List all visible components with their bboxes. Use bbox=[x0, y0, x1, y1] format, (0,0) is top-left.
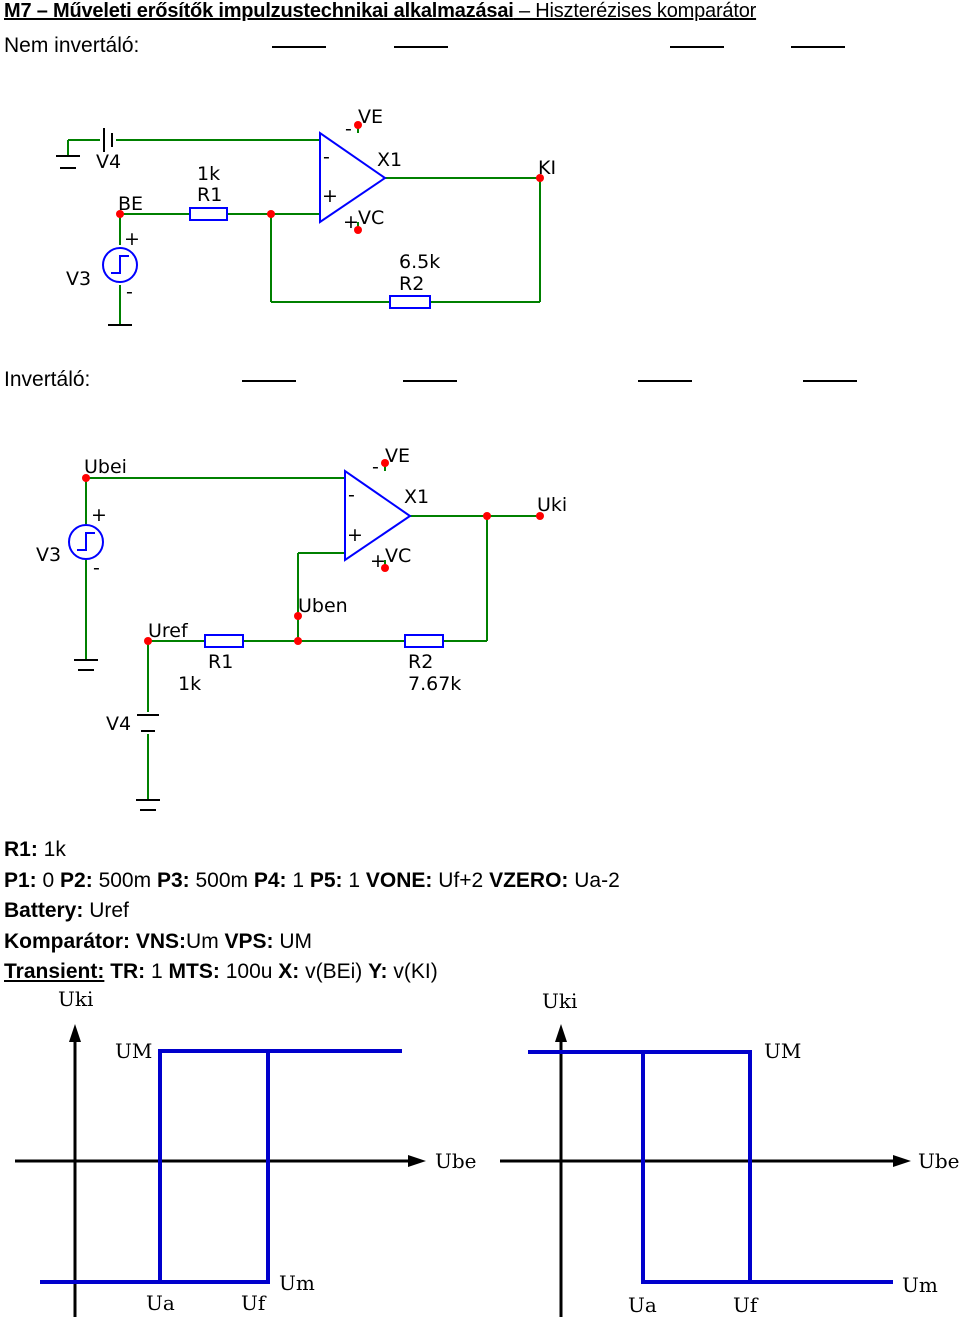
answer-blank bbox=[242, 380, 296, 382]
label-r1-value: 1k bbox=[178, 673, 201, 695]
answer-blank bbox=[272, 46, 326, 48]
label-uki: Uki bbox=[537, 494, 567, 516]
simulation-parameters: R1: 1k P1: 0 P2: 500m P3: 500m P4: 1 P5:… bbox=[4, 835, 620, 988]
graph2-x-arrow-icon bbox=[893, 1155, 911, 1167]
answer-blank bbox=[791, 46, 845, 48]
label-v3-plus: + bbox=[124, 228, 140, 250]
param-line-battery: Battery: Uref bbox=[4, 899, 129, 922]
label-vc-plus: + bbox=[343, 211, 359, 233]
graph1-axes bbox=[15, 1035, 420, 1317]
hysteresis-graph-inverting: Uki Ube UM Um Ua Uf bbox=[500, 989, 960, 1317]
opamp-x1-icon bbox=[344, 469, 412, 562]
label-r2-value: 6.5k bbox=[399, 251, 440, 273]
section-noninverting-title: Nem invertáló: bbox=[4, 34, 140, 57]
graph1-y-arrow-icon bbox=[69, 1024, 81, 1042]
label-vc: VC bbox=[358, 207, 384, 229]
graph2-y-label: Uki bbox=[542, 989, 577, 1013]
resistor-r2-icon bbox=[389, 295, 431, 309]
label-ve: VE bbox=[385, 445, 410, 467]
graph2-hysteresis-loop bbox=[528, 1050, 893, 1284]
label-v3-minus: - bbox=[126, 281, 133, 303]
label-opamp-plus: + bbox=[347, 524, 363, 546]
label-x1: X1 bbox=[377, 149, 402, 171]
label-r1: R1 bbox=[208, 651, 233, 673]
graph2-y-arrow-icon bbox=[555, 1024, 567, 1042]
graph1-y-label: Uki bbox=[58, 987, 93, 1011]
label-vc: VC bbox=[385, 545, 411, 567]
graph2-uf-label: Uf bbox=[733, 1293, 759, 1317]
label-opamp-plus: + bbox=[322, 185, 338, 207]
resistor-r2-icon bbox=[404, 634, 444, 648]
graph1-hysteresis-loop bbox=[40, 1049, 402, 1284]
label-ve: VE bbox=[358, 106, 383, 128]
label-r1-value: 1k bbox=[197, 163, 220, 185]
label-r1: R1 bbox=[197, 184, 222, 206]
graph1-um-low-label: Um bbox=[279, 1271, 315, 1295]
label-v3: V3 bbox=[36, 544, 61, 566]
label-v3-minus: - bbox=[93, 557, 100, 579]
answer-blank bbox=[403, 380, 457, 382]
pulse-source-v3-icon bbox=[102, 247, 138, 283]
label-v4: V4 bbox=[106, 713, 131, 735]
graph2-um-low-label: Um bbox=[902, 1273, 938, 1297]
label-v3: V3 bbox=[66, 268, 91, 290]
battery-v4-icon bbox=[137, 714, 159, 732]
battery-v4-icon bbox=[103, 128, 113, 152]
page-title: M7 – Műveleti erősítők impulzustechnikai… bbox=[4, 0, 757, 22]
circuit-inverting: VE X1 VC Uki Ubei Uben Uref V3 V4 R1 1k … bbox=[36, 445, 567, 811]
graph2-x-label: Ube bbox=[918, 1149, 960, 1173]
graph1-x-label: Ube bbox=[435, 1149, 477, 1173]
graph1-uf-label: Uf bbox=[241, 1291, 267, 1315]
param-line-comparator: Komparátor: VNS:Um VPS: UM bbox=[4, 929, 313, 953]
label-x1: X1 bbox=[404, 486, 429, 508]
label-uben: Uben bbox=[298, 595, 348, 617]
circuit-noninverting: VE X1 VC KI BE V4 V3 1k R1 6.5k R2 - + -… bbox=[56, 106, 556, 326]
label-be: BE bbox=[118, 193, 143, 215]
label-v3-plus: + bbox=[91, 504, 107, 526]
graph1-um-label: UM bbox=[115, 1039, 152, 1063]
param-line-r1: R1: 1k bbox=[4, 838, 66, 861]
section-inverting-title: Invertáló: bbox=[4, 368, 91, 391]
graph2-ua-label: Ua bbox=[628, 1293, 657, 1317]
label-r2: R2 bbox=[399, 273, 424, 295]
answer-blank bbox=[394, 46, 448, 48]
circuit1-nodes bbox=[116, 121, 544, 234]
label-ve-minus: - bbox=[345, 118, 352, 140]
label-r2: R2 bbox=[408, 651, 433, 673]
label-r2-value: 7.67k bbox=[408, 673, 461, 695]
ground-icon bbox=[56, 155, 80, 169]
pulse-source-v3-icon bbox=[68, 524, 104, 560]
label-v4: V4 bbox=[96, 151, 121, 173]
label-ubei: Ubei bbox=[84, 456, 127, 478]
ground-icon bbox=[136, 799, 160, 811]
label-ve-minus: - bbox=[372, 456, 379, 478]
answer-blank bbox=[803, 380, 857, 382]
label-opamp-minus: - bbox=[348, 484, 355, 506]
opamp-x1-icon bbox=[319, 131, 387, 224]
resistor-r1-icon bbox=[204, 634, 244, 648]
graph2-um-label: UM bbox=[764, 1039, 801, 1063]
answer-blank bbox=[638, 380, 692, 382]
graph2-axes bbox=[500, 1035, 905, 1317]
ground-icon bbox=[74, 659, 98, 671]
label-opamp-minus: - bbox=[323, 146, 330, 168]
circuit1-wires bbox=[67, 125, 541, 325]
param-line-transient: Transient: TR: 1 MTS: 100u X: v(BEi) Y: … bbox=[4, 960, 438, 983]
graph1-x-arrow-icon bbox=[408, 1155, 426, 1167]
answer-blank bbox=[670, 46, 724, 48]
label-ki: KI bbox=[538, 157, 556, 179]
resistor-r1-icon bbox=[189, 207, 228, 221]
param-line-pulse: P1: 0 P2: 500m P3: 500m P4: 1 P5: 1 VONE… bbox=[4, 868, 620, 892]
hysteresis-graph-noninverting: Uki Ube UM Um Ua Uf bbox=[15, 987, 477, 1317]
graph1-ua-label: Ua bbox=[146, 1291, 175, 1315]
circuit2-nodes bbox=[82, 459, 544, 645]
label-vc-plus: + bbox=[370, 550, 386, 572]
label-uref: Uref bbox=[148, 620, 189, 642]
